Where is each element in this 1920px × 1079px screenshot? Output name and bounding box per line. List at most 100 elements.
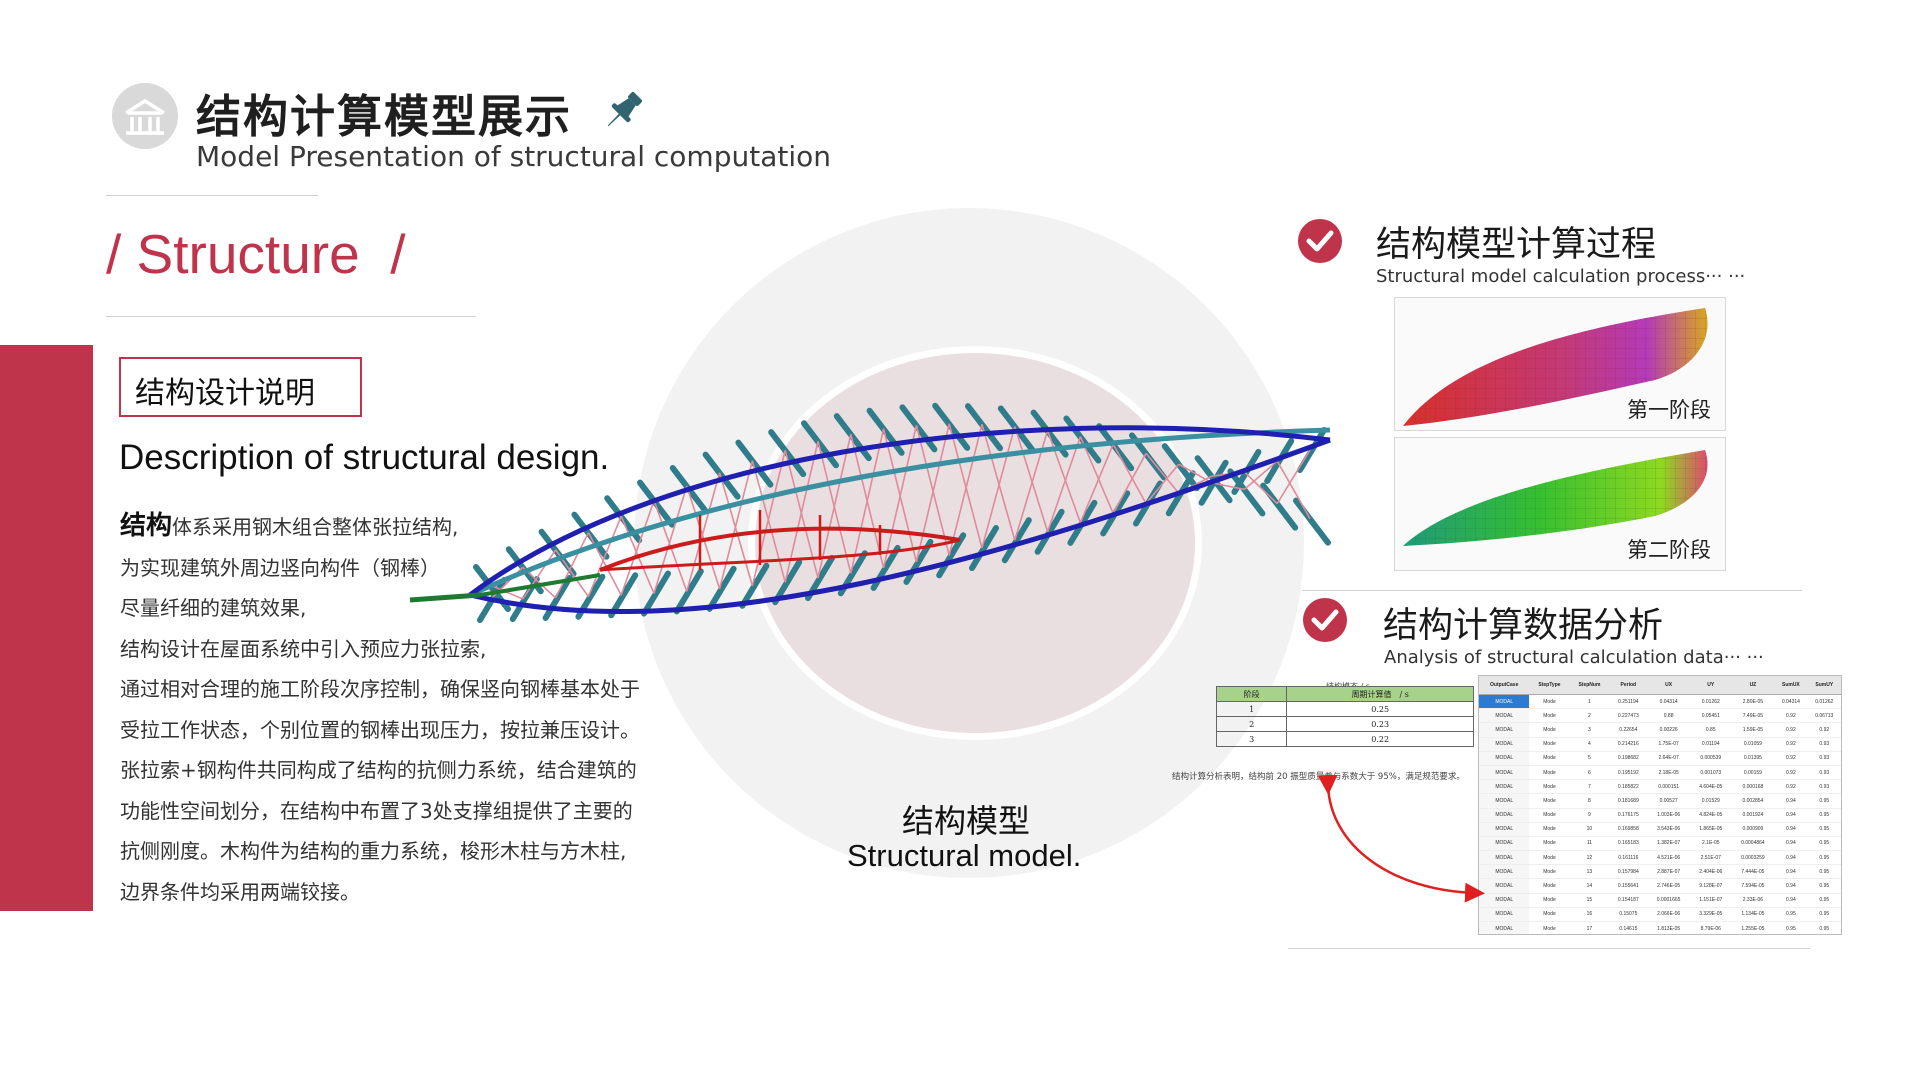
model-strut [903,538,934,585]
table-header: SumUX [1774,676,1808,695]
table-cell: 1.75E-07 [1647,737,1690,752]
table-cell: MODAL [1479,793,1530,809]
divider [106,316,476,317]
table-cell: 0.93 [1807,751,1841,766]
model-brace [981,423,1016,541]
design-title-box: 结构设计说明 [119,357,362,417]
table-cell: Mode [1529,694,1570,710]
page-title: 结构计算模型展示 [196,90,573,143]
model-brace [1112,443,1147,504]
model-brace [718,472,754,586]
description-line: 结构设计在屋面系统中引入预应力张拉索, [120,636,487,661]
description-line: 边界条件均采用两端铰接。 [120,879,360,904]
model-brace [1145,452,1180,494]
table-cell: Mode [1529,722,1570,738]
model-caption-en: Structural model. [847,838,1082,873]
table-cell: 9.128E-07 [1689,878,1732,894]
table-cell: 0.95 [1774,907,1808,923]
model-brace [1014,426,1049,533]
table-cell: 11 [1569,836,1610,852]
table-header: StepType [1529,676,1570,695]
description-text: 体系采用钢木组合整体张拉结构, [172,515,459,539]
table-cell: 0.95 [1807,850,1841,866]
model-strut [673,568,704,615]
description-line: 抗侧刚度。木构件为结构的重力系统，梭形木柱与方木柱, [120,839,627,863]
table-cell: MODAL [1479,808,1530,823]
table-cell: 0.00527 [1647,793,1690,809]
table-cell: MODAL [1479,907,1530,923]
model-strut [702,451,741,500]
table-cell: Mode [1529,836,1570,852]
table-cell: 0.95 [1807,921,1841,934]
model-brace [1112,453,1147,514]
table-cell: 2.18E-05 [1647,765,1690,781]
table-cell: 0.01262 [1689,694,1732,710]
structural-model-image [400,400,1360,690]
table-cell: Mode [1529,751,1570,766]
table-cell: Mode [1529,864,1570,880]
model-brace [718,460,754,590]
table-cell: Mode [1529,779,1570,795]
model-strut [1034,508,1065,555]
table-cell: Mode [1529,765,1570,781]
table-cell: 0.185822 [1609,779,1648,795]
table-cell: Mode [1529,822,1570,837]
red-arrow-icon [1317,775,1485,903]
model-strut [801,420,839,469]
model-strut [768,429,807,478]
model-strut [833,413,872,462]
model-brace [882,425,918,569]
table-cell: 0.155641 [1609,878,1648,894]
table-cell: 0.000909 [1731,822,1775,837]
table-cell: MODAL [1479,822,1530,837]
model-brace [1046,436,1082,533]
model-strut [637,479,675,528]
table-header: 周期计算值 / s [1286,686,1474,702]
table-cell: 7.49E-05 [1731,708,1775,724]
table-cell: 0.000168 [1731,779,1775,795]
table-cell: 0.94 [1774,808,1808,823]
table-cell: 4.521E-06 [1647,850,1690,866]
process-subtitle: Structural model calculation process··· … [1376,266,1746,287]
model-strut [932,402,971,451]
model-strut [1293,497,1331,546]
model-strut [706,565,737,612]
model-brace [1145,463,1180,505]
table-cell: 0.154187 [1609,893,1648,908]
table-cell: 0.001073 [1689,765,1732,781]
table-cell: 0.94 [1774,893,1808,908]
table-cell: 0.95 [1774,921,1808,934]
model-brace [1046,430,1082,524]
model-brace [554,532,590,599]
table-cell: 0.94 [1774,836,1808,852]
table-cell: Mode [1529,808,1570,823]
table-cell: 0.06713 [1807,708,1841,724]
table-cell: 0.169858 [1609,822,1648,837]
table-cell: 0.92 [1774,779,1808,795]
table-cell: 1.151E-07 [1689,893,1732,908]
table-cell: 2 [1569,708,1610,724]
table-cell: MODAL [1479,694,1530,710]
model-brace [1276,449,1311,505]
table-cell: 0.94 [1774,864,1808,880]
model-brace [817,433,852,579]
table-cell: 0.22654 [1609,722,1648,738]
model-strut [735,439,774,488]
table-cell: 2.887E-07 [1647,864,1690,880]
model-strut [936,532,967,579]
table-cell: 0.95 [1807,864,1841,880]
table-cell: 7.594E-05 [1731,878,1775,894]
table-cell: 0.95 [1807,822,1841,837]
table-cell: Mode [1529,850,1570,866]
table-cell: 3.329E-05 [1689,907,1732,923]
table-header: OutputCase [1479,676,1530,695]
stage-1-image: 第一阶段 [1394,297,1726,431]
table-cell: 0.93 [1807,779,1841,795]
